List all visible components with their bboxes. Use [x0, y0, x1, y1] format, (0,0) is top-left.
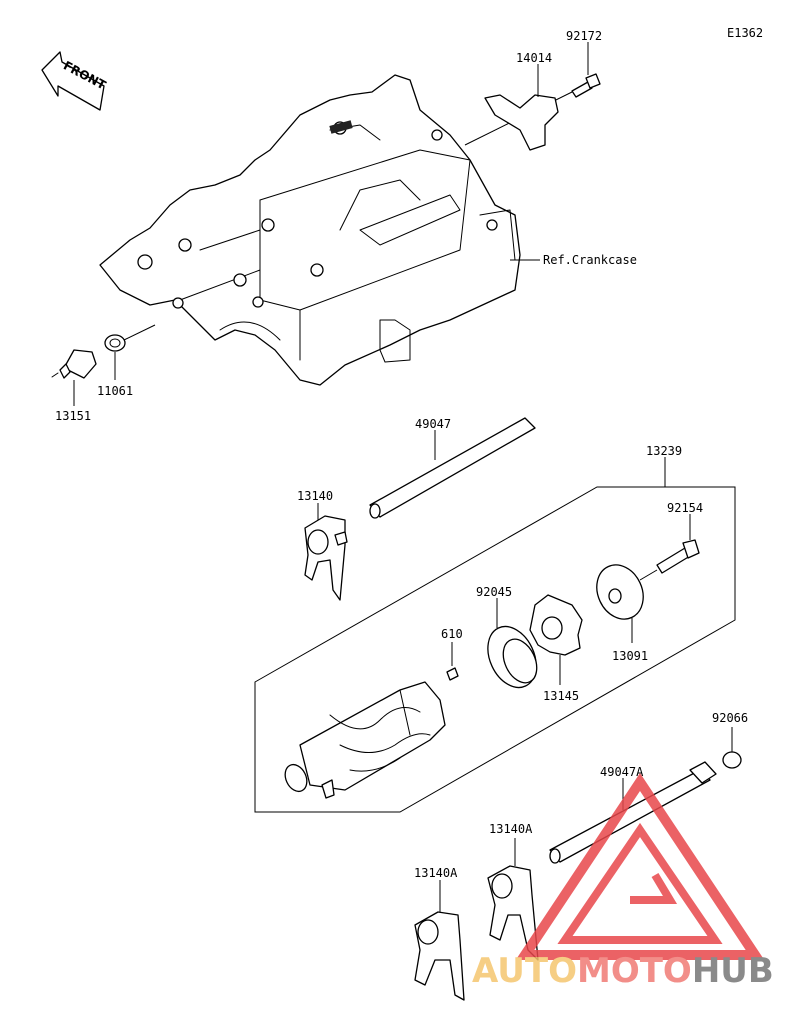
shaft-49047A: [549, 761, 717, 864]
switch-13151: [51, 349, 97, 379]
pin-610: [446, 667, 459, 681]
part-label-13140A-upper: 13140A: [489, 822, 533, 836]
bolt-92154: [656, 539, 700, 574]
part-label-49047: 49047: [415, 417, 451, 431]
part-label-13151: 13151: [55, 409, 91, 423]
bushing-92066: [722, 751, 742, 769]
part-label-11061: 11061: [97, 384, 133, 398]
part-label-92154: 92154: [667, 501, 703, 515]
shift-fork-13140: [304, 515, 348, 601]
watermark-moto: MOTO: [577, 951, 692, 991]
plate-14014: [484, 94, 559, 151]
part-label-92066: 92066: [712, 711, 748, 725]
part-label-49047A: 49047A: [600, 765, 644, 779]
ref-crankcase-label: Ref.Crankcase: [543, 253, 637, 267]
bolt-92172: [571, 73, 601, 98]
assembly-box-13239: [254, 486, 736, 813]
front-arrow-icon: FRONT: [41, 51, 109, 111]
part-label-610: 610: [441, 627, 463, 641]
watermark-logo: AUTOMOTOHUB: [472, 772, 774, 991]
part-label-14014: 14014: [516, 51, 552, 65]
shift-drum: [284, 681, 446, 799]
shift-fork-13140A-lower: [414, 911, 465, 1001]
watermark-auto: AUTO: [472, 951, 577, 991]
diagram-code: E1362: [727, 26, 763, 40]
watermark-hub: HUB: [692, 951, 774, 991]
shaft-49047: [369, 417, 536, 519]
part-label-13091: 13091: [612, 649, 648, 663]
shift-fork-13140A-upper: [487, 865, 539, 961]
washer-13091: [596, 564, 644, 620]
star-cam-13145: [529, 594, 583, 656]
part-label-92172: 92172: [566, 29, 602, 43]
svg-text:AUTOMOTOHUB: AUTOMOTOHUB: [472, 951, 774, 991]
part-label-13145: 13145: [543, 689, 579, 703]
crankcase-illustration: [99, 74, 521, 386]
part-label-13140A-lower: 13140A: [414, 866, 458, 880]
part-label-13140: 13140: [297, 489, 333, 503]
part-label-92045: 92045: [476, 585, 512, 599]
bearing-92045: [487, 625, 538, 689]
part-label-13239: 13239: [646, 444, 682, 458]
washer-11061: [104, 334, 126, 352]
